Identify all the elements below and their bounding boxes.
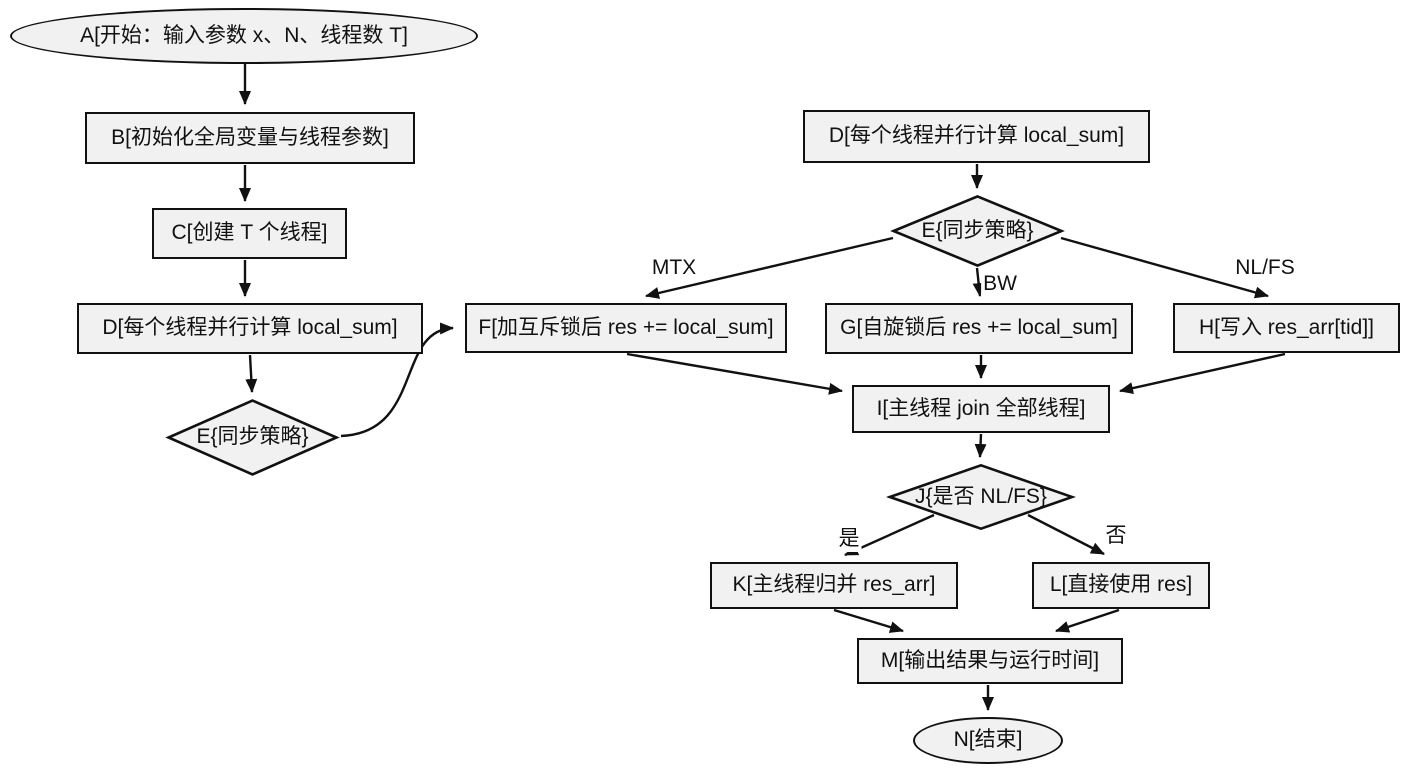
node-g-spinlock-add: G[自旋锁后 res += local_sum] bbox=[825, 303, 1133, 354]
edge-d-e-left bbox=[245, 354, 258, 393]
node-j-is-nlfs: J{是否 NL/FS} bbox=[886, 464, 1076, 530]
node-e-right-label: E{同步策略} bbox=[921, 218, 1034, 242]
node-f-mutex-add: F[加互斥锁后 res += local_sum] bbox=[465, 303, 787, 353]
edge-e-left-f-curve bbox=[340, 322, 454, 438]
node-e-left-label: E{同步策略} bbox=[196, 425, 309, 449]
node-i-label: I[主线程 join 全部线程] bbox=[876, 396, 1086, 420]
edge-label-nlfs: NL/FS bbox=[1233, 256, 1297, 280]
node-g-label: G[自旋锁后 res += local_sum] bbox=[840, 316, 1118, 340]
node-b-init: B[初始化全局变量与线程参数] bbox=[85, 112, 415, 164]
node-d-local-sum-left: D[每个线程并行计算 local_sum] bbox=[77, 303, 423, 354]
node-l-use-res: L[直接使用 res] bbox=[1032, 562, 1210, 609]
node-m-output-result: M[输出结果与运行时间] bbox=[857, 638, 1123, 684]
edge-i-j bbox=[974, 433, 987, 458]
node-n-label: N[结束] bbox=[953, 728, 1023, 752]
node-e-sync-strategy-right: E{同步策略} bbox=[890, 195, 1065, 267]
node-k-merge-res-arr: K[主线程归并 res_arr] bbox=[710, 562, 958, 609]
edge-e-g-bw bbox=[972, 267, 985, 297]
node-h-label: H[写入 res_arr[tid]] bbox=[1198, 315, 1375, 339]
diamond-shape bbox=[890, 195, 1065, 267]
node-c-label: C[创建 T 个线程] bbox=[171, 221, 328, 245]
edge-label-yes: 是 bbox=[836, 522, 862, 552]
edge-label-no: 否 bbox=[1103, 519, 1129, 549]
node-m-label: M[输出结果与运行时间] bbox=[880, 648, 1100, 672]
edge-e-f-mtx bbox=[645, 236, 894, 299]
edge-f-i bbox=[626, 352, 843, 395]
edge-k-m bbox=[833, 608, 904, 633]
edge-l-m bbox=[1055, 608, 1120, 633]
edge-e-h-nlfs bbox=[1060, 236, 1269, 299]
node-i-join-threads: I[主线程 join 全部线程] bbox=[852, 385, 1110, 433]
node-n-end: N[结束] bbox=[913, 717, 1063, 764]
edge-j-l-no bbox=[1027, 513, 1105, 556]
edge-label-mtx: MTX bbox=[649, 256, 699, 280]
node-a-start: A[开始：输入参数 x、N、线程数 T] bbox=[10, 8, 478, 64]
node-c-create-threads: C[创建 T 个线程] bbox=[152, 208, 347, 259]
node-e-sync-strategy-left: E{同步策略} bbox=[165, 399, 340, 476]
node-j-label: J{是否 NL/FS} bbox=[915, 484, 1047, 508]
node-h-write-res-arr: H[写入 res_arr[tid]] bbox=[1173, 303, 1400, 353]
edge-label-bw: BW bbox=[981, 272, 1019, 296]
node-d-local-sum-right: D[每个线程并行计算 local_sum] bbox=[803, 110, 1150, 163]
edge-h-i bbox=[1119, 352, 1286, 395]
node-d-right-label: D[每个线程并行计算 local_sum] bbox=[828, 124, 1125, 148]
node-f-label: F[加互斥锁后 res += local_sum] bbox=[478, 315, 774, 339]
node-a-label: A[开始：输入参数 x、N、线程数 T] bbox=[80, 23, 408, 47]
diamond-shape bbox=[165, 399, 340, 476]
node-k-label: K[主线程归并 res_arr] bbox=[732, 573, 936, 597]
node-l-label: L[直接使用 res] bbox=[1049, 573, 1193, 597]
node-b-label: B[初始化全局变量与线程参数] bbox=[111, 125, 389, 149]
node-d-left-label: D[每个线程并行计算 local_sum] bbox=[102, 316, 398, 340]
diamond-shape bbox=[886, 464, 1076, 530]
